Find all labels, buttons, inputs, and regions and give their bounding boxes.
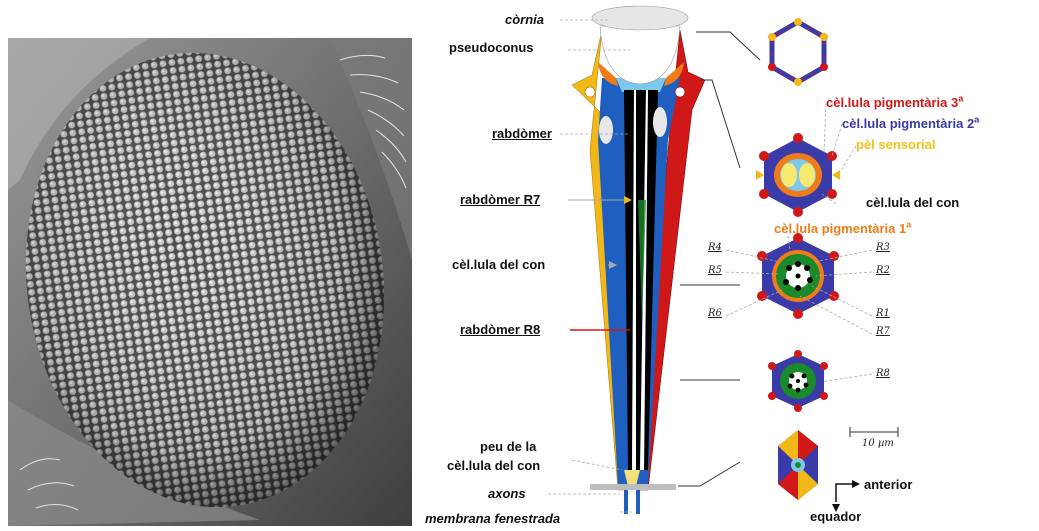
section-cone-level xyxy=(756,133,840,217)
label-equador: equador xyxy=(810,510,861,524)
label-pigment-cell-3: cèl.lula pigmentària 3a xyxy=(826,96,963,110)
axons xyxy=(624,490,628,514)
cornea xyxy=(592,6,688,30)
label-pigment-cell-2: cèl.lula pigmentària 2a xyxy=(842,117,979,131)
ommatidium-longitudinal-section xyxy=(572,6,705,514)
label-r4: R4 xyxy=(708,242,722,253)
orientation-axes xyxy=(836,484,854,502)
label-cone-cell-right: cèl.lula del con xyxy=(866,196,959,210)
sem-micrograph xyxy=(0,29,413,530)
label-peu-line2: cèl.lula del con xyxy=(447,459,540,473)
section-cornea-level xyxy=(768,18,828,86)
label-r1: R1 xyxy=(876,308,890,319)
label-cornia: còrnia xyxy=(505,13,544,27)
section-r7-level xyxy=(757,233,839,319)
label-r5: R5 xyxy=(708,265,722,276)
label-rabdomer-r8: rabdòmer R8 xyxy=(460,323,540,337)
label-r2: R2 xyxy=(876,265,890,276)
section-r8-level xyxy=(768,350,828,412)
label-r3: R3 xyxy=(876,242,890,253)
label-r7: R7 xyxy=(876,326,890,337)
label-anterior: anterior xyxy=(864,478,912,492)
fenestrated-membrane xyxy=(590,484,676,490)
label-axons: axons xyxy=(488,487,526,501)
label-rabdomer: rabdòmer xyxy=(492,127,552,141)
label-pigment-cell-1: cèl.lula pigmentària 1a xyxy=(774,222,911,236)
label-pseudoconus: pseudoconus xyxy=(449,41,534,55)
label-r6: R6 xyxy=(708,308,722,319)
section-basal-level xyxy=(778,430,818,500)
label-scale: 10 µm xyxy=(862,438,894,449)
label-sensory-bristle: pèl sensorial xyxy=(856,138,935,152)
label-peu-line1: peu de la xyxy=(480,440,536,454)
label-membrana-fenestrada: membrana fenestrada xyxy=(425,512,560,526)
label-r8: R8 xyxy=(876,368,890,379)
label-cone-cell-mid: cèl.lula del con xyxy=(452,258,545,272)
scale-bar xyxy=(850,427,898,437)
label-rabdomer-r7: rabdòmer R7 xyxy=(460,193,540,207)
